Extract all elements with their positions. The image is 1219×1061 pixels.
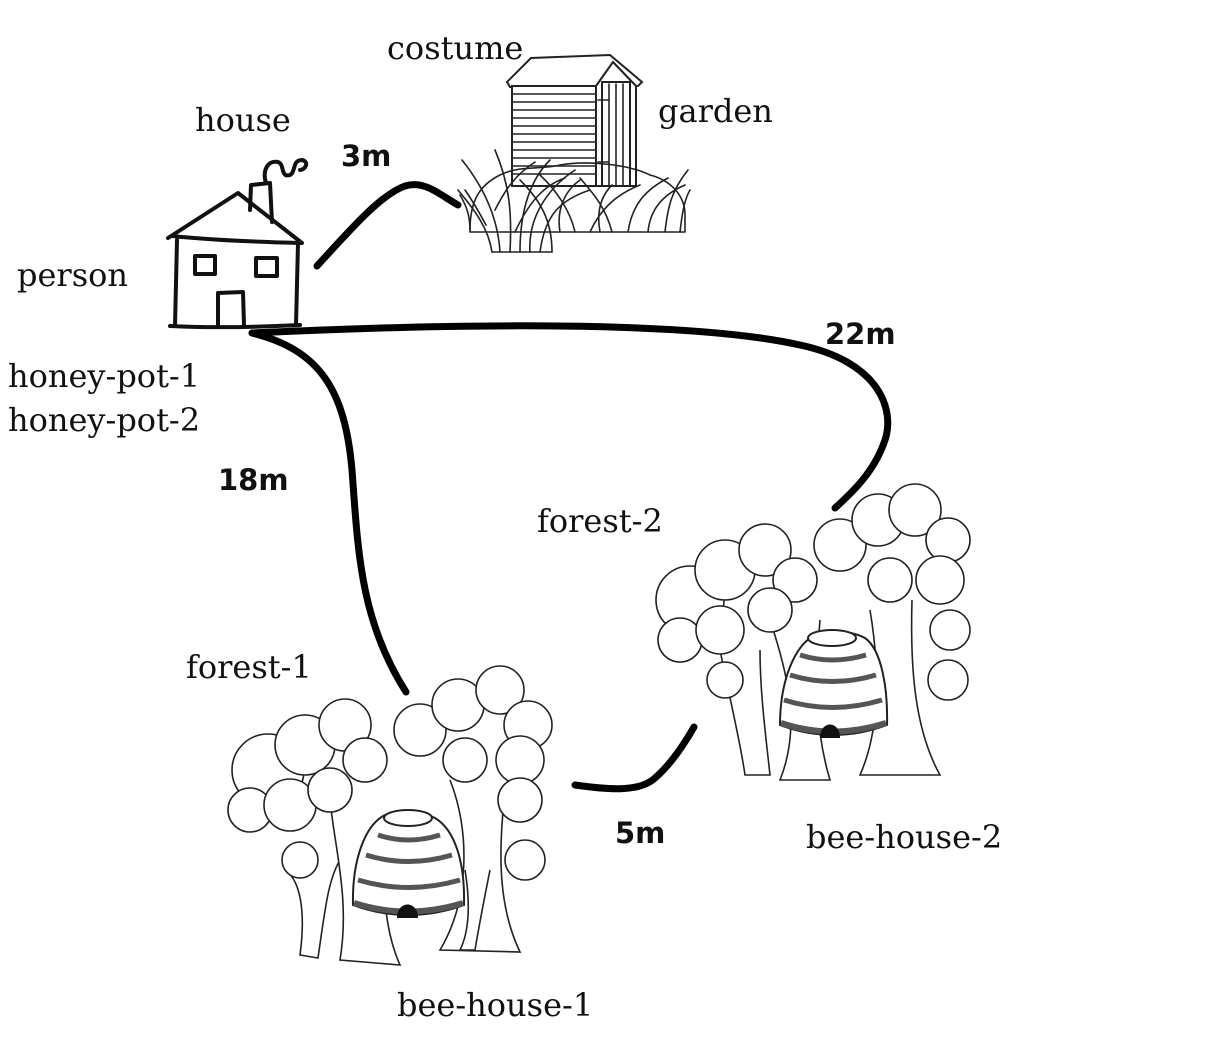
beehive-2-icon: [778, 629, 889, 738]
label-person: person: [17, 256, 128, 294]
beehive-1-icon: [351, 809, 466, 918]
distance-house-garden: 3m: [341, 139, 391, 173]
label-costume: costume: [387, 29, 523, 67]
forest-2-icon: [655, 483, 971, 781]
label-forest-2: forest-2: [537, 502, 663, 540]
path-house-garden: [313, 181, 462, 270]
label-forest-1: forest-1: [186, 648, 312, 686]
path-forest-1-forest-2: [571, 723, 698, 793]
label-honey-pot-2: honey-pot-2: [8, 401, 200, 439]
path-house-forest-1: [248, 329, 410, 696]
distance-forest-1-forest-2: 5m: [615, 816, 665, 850]
label-garden: garden: [658, 92, 773, 130]
label-honey-pot-1: honey-pot-1: [8, 357, 200, 395]
grass-icon: [457, 149, 691, 253]
forest-1-icon: [227, 665, 553, 966]
distance-house-forest-2: 22m: [825, 317, 896, 351]
label-house: house: [195, 101, 291, 139]
path-house-forest-2: [248, 322, 892, 512]
distance-house-forest-1: 18m: [218, 463, 289, 497]
label-bee-house-1: bee-house-1: [397, 986, 593, 1024]
house-icon: [166, 158, 309, 330]
label-bee-house-2: bee-house-2: [806, 818, 1002, 856]
